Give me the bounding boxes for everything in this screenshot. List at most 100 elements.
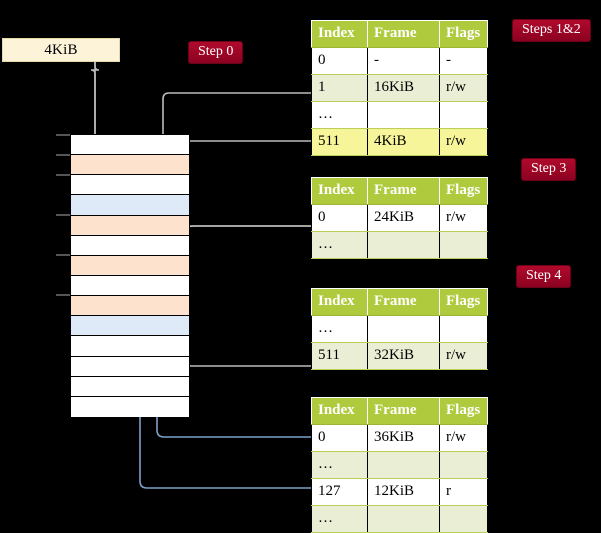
memory-tick — [56, 294, 70, 296]
memory-tick — [56, 154, 70, 156]
cell-flags — [439, 315, 488, 343]
cell-frame: 24KiB — [367, 204, 440, 232]
cell-index: 0 — [311, 47, 368, 75]
cell-flags: r/w — [439, 424, 488, 452]
cell-flags — [439, 451, 488, 479]
cell-index: 0 — [311, 204, 368, 232]
badge-step-3-label: Step 3 — [531, 161, 567, 176]
memory-frame-row — [71, 316, 189, 337]
cell-flags: r/w — [439, 342, 488, 370]
wire-t3-32kib — [166, 299, 312, 367]
column-header-frame: Frame — [367, 20, 440, 48]
memory-column — [70, 134, 190, 417]
cell-index: 0 — [311, 424, 368, 452]
column-header-frame: Frame — [367, 397, 440, 425]
cell-frame — [367, 505, 440, 533]
memory-frame-row — [71, 275, 189, 297]
cell-flags — [439, 231, 488, 259]
cell-frame: 12KiB — [367, 478, 440, 506]
cell-flags: r/w — [439, 128, 488, 156]
cell-flags — [439, 505, 488, 533]
memory-tick — [56, 174, 70, 176]
frame-box-4kib: 4KiB — [2, 38, 120, 62]
memory-frame-row — [71, 255, 189, 276]
frame-box-label: 4KiB — [44, 41, 78, 58]
badge-step-4-label: Step 4 — [526, 268, 562, 283]
badge-step-3: Step 3 — [521, 158, 577, 182]
memory-frame-row — [71, 356, 189, 377]
badge-step-0: Step 0 — [188, 41, 244, 65]
column-header-flags: Flags — [439, 177, 488, 205]
cell-frame: 4KiB — [367, 128, 440, 156]
cell-frame — [367, 231, 440, 259]
cell-index: … — [311, 505, 368, 533]
column-header-frame: Frame — [367, 288, 440, 316]
wire-t4-12kib — [129, 208, 312, 489]
badge-steps-1-2: Steps 1&2 — [512, 19, 591, 43]
table-row: … — [311, 505, 488, 533]
cell-flags: - — [439, 47, 488, 75]
cell-flags — [439, 101, 488, 129]
cell-index: … — [311, 231, 368, 259]
cell-frame — [367, 315, 440, 343]
cell-index: 511 — [311, 342, 368, 370]
badge-step-4: Step 4 — [516, 265, 572, 289]
cell-frame: - — [367, 47, 440, 75]
badge-steps-1-2-label: Steps 1&2 — [522, 22, 581, 37]
badge-step-0-label: Step 0 — [198, 44, 234, 59]
memory-tick — [56, 214, 70, 216]
memory-frame-row — [71, 336, 189, 357]
cell-index: 1 — [311, 74, 368, 102]
column-header-flags: Flags — [439, 20, 488, 48]
cell-frame: 36KiB — [367, 424, 440, 452]
cell-index: … — [311, 451, 368, 479]
memory-frame-row — [71, 155, 189, 176]
column-header-index: Index — [311, 288, 368, 316]
column-header-flags: Flags — [439, 397, 488, 425]
cell-index: 511 — [311, 128, 368, 156]
cell-index: … — [311, 315, 368, 343]
table-row: … — [311, 231, 488, 259]
cell-frame — [367, 451, 440, 479]
cell-index: … — [311, 101, 368, 129]
column-header-index: Index — [311, 177, 368, 205]
memory-frame-row — [71, 135, 189, 156]
memory-frame-row — [71, 376, 189, 397]
column-header-index: Index — [311, 20, 368, 48]
cell-frame — [367, 101, 440, 129]
memory-frame-row — [71, 235, 189, 256]
memory-frame-row — [71, 175, 189, 196]
column-header-frame: Frame — [367, 177, 440, 205]
memory-tick — [56, 134, 70, 136]
wire-t1-16kib — [162, 92, 312, 161]
cell-flags: r — [439, 478, 488, 506]
cell-flags: r/w — [439, 74, 488, 102]
wire-t4-36kib — [146, 323, 312, 438]
cell-flags: r/w — [439, 204, 488, 232]
memory-frame-row — [71, 296, 189, 317]
cell-frame: 32KiB — [367, 342, 440, 370]
table-row: … — [311, 101, 488, 129]
table-row: … — [311, 315, 488, 343]
table-row: … — [311, 451, 488, 479]
memory-frame-row — [71, 195, 189, 216]
wire-t2-24kib — [174, 225, 312, 279]
memory-frame-row — [71, 215, 189, 236]
table-row: 0-- — [311, 47, 488, 75]
memory-frame-row — [71, 396, 189, 417]
